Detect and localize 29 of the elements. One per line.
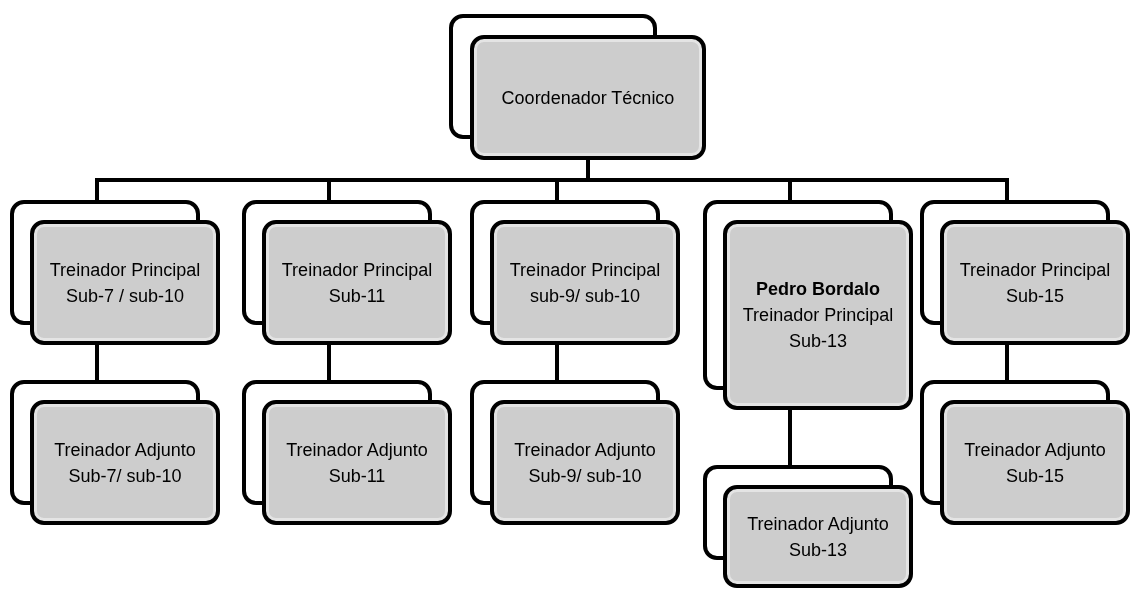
position-box (30, 220, 220, 345)
position-box (490, 400, 680, 525)
role-title: Coordenador Técnico (501, 86, 675, 110)
connector-line (555, 345, 559, 380)
position-box (723, 485, 913, 588)
role-title: Treinador Adjunto Sub-15 (963, 438, 1107, 488)
position-box (940, 400, 1130, 525)
role-title: Treinador Principal Sub-11 (280, 258, 434, 308)
role-title: Treinador Principal Sub-7 / sub-10 (48, 258, 202, 308)
person-name: Pedro Bordalo (756, 278, 880, 301)
connector-line (95, 345, 99, 380)
position-box (262, 400, 452, 525)
connector-line (586, 160, 1009, 200)
connector-line (788, 410, 792, 465)
role-title: Treinador Principal sub-9/ sub-10 (508, 258, 662, 308)
role-title: Treinador Adjunto Sub-13 (746, 512, 890, 562)
position-box (262, 220, 452, 345)
position-box (490, 220, 680, 345)
connector-line (327, 345, 331, 380)
position-box (940, 220, 1130, 345)
connector-line (1005, 345, 1009, 380)
position-box (723, 220, 913, 410)
role-title: Treinador Principal Sub-15 (958, 258, 1112, 308)
role-title: Treinador Adjunto Sub-9/ sub-10 (513, 438, 657, 488)
role-title: Treinador Principal Sub-13 (741, 304, 895, 353)
position-box (470, 35, 706, 160)
role-title: Treinador Adjunto Sub-7/ sub-10 (53, 438, 197, 488)
position-box (30, 400, 220, 525)
role-title: Treinador Adjunto Sub-11 (285, 438, 429, 488)
